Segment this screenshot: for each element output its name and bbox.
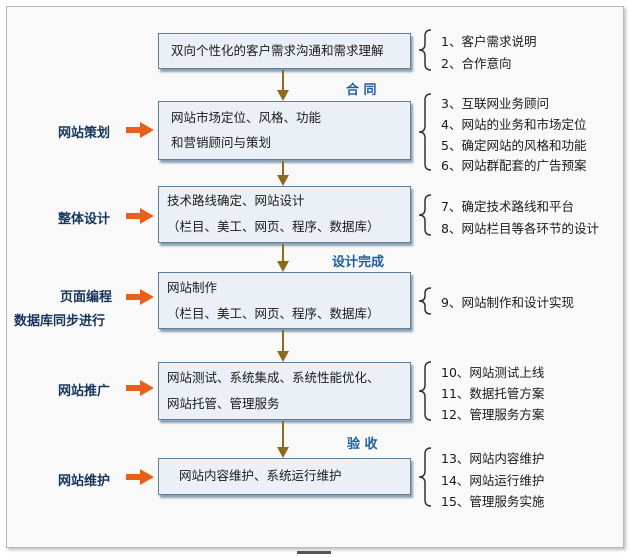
brace-5 [418,361,432,421]
stage-1-line-1: 双向个性化的客户需求沟通和需求理解 [171,43,384,58]
stage-5-line-1: 网站测试、系统集成、系统性能优化、 [167,370,380,385]
stage-5-line-2: 网站托管、管理服务 [167,396,280,411]
note-4: 4、网站的业务和市场定位 [441,117,587,132]
stage-label-maintenance: 网站维护 [58,474,111,489]
note-2: 2、合作意向 [441,56,512,71]
note-15: 15、管理服务实施 [441,494,545,509]
note-14: 14、网站运行维护 [441,473,545,488]
stage-6-line-1: 网站内容维护、系统运行维护 [179,468,342,483]
stage-box-5: 网站测试、系统集成、系统性能优化、 网站托管、管理服务 [158,362,411,420]
brace-1 [418,29,432,71]
brace-3 [418,194,432,236]
down-arrow-3 [277,244,289,272]
stage-box-3: 技术路线确定、网站设计 （栏目、美工、网页、程序、数据库） [158,186,411,243]
stage-label-coding-line-2: 数据库同步进行 [14,314,106,329]
note-7: 7、确定技术路线和平台 [441,199,574,214]
note-11: 11、数据托管方案 [441,386,545,401]
note-13: 13、网站内容维护 [441,451,545,466]
note-5: 5、确定网站的风格和功能 [441,138,587,153]
stage-box-2: 网站市场定位、风格、功能 和营销顾问与策划 [158,101,411,160]
stage-box-1: 双向个性化的客户需求沟通和需求理解 [158,33,411,69]
stage-3-line-2: （栏目、美工、网页、程序、数据库） [167,219,380,234]
down-arrow-5 [277,421,289,458]
side-arrow-coding [126,289,154,305]
stage-label-overall-design: 整体设计 [58,212,111,227]
stage-4-line-1: 网站制作 [167,280,218,295]
stage-label-planning: 网站策划 [58,126,111,141]
down-arrow-1 [277,70,289,101]
down-arrow-2 [277,161,289,186]
brace-6 [418,447,432,507]
brace-2 [418,93,432,171]
side-arrow-design [126,208,154,224]
down-arrow-4 [277,330,289,362]
milestone-contract: 合 同 [346,83,377,98]
bottom-mark [297,551,331,554]
side-arrow-planning [126,122,154,138]
note-8: 8、网站栏目等各环节的设计 [441,221,599,236]
note-9: 9、网站制作和设计实现 [441,295,574,310]
stage-3-line-1: 技术路线确定、网站设计 [167,193,305,208]
stage-2-line-2: 和营销顾问与策划 [171,135,272,150]
milestone-design-complete: 设计完成 [332,255,385,270]
stage-label-coding-line-1: 页面编程 [60,290,113,305]
side-arrow-maintenance [126,469,154,485]
note-10: 10、网站测试上线 [441,365,545,380]
side-arrow-promotion [126,380,154,396]
brace-4 [418,287,432,315]
note-6: 6、网站群配套的广告预案 [441,158,587,173]
stage-2-line-1: 网站市场定位、风格、功能 [171,110,322,125]
note-1: 1、客户需求说明 [441,34,537,49]
note-12: 12、管理服务方案 [441,407,545,422]
stage-4-line-2: （栏目、美工、网页、程序、数据库） [167,306,380,321]
stage-box-4: 网站制作 （栏目、美工、网页、程序、数据库） [158,272,411,329]
stage-box-6: 网站内容维护、系统运行维护 [158,458,411,495]
milestone-acceptance: 验 收 [347,437,378,452]
note-3: 3、互联网业务顾问 [441,96,549,111]
stage-label-promotion: 网站推广 [58,384,111,399]
